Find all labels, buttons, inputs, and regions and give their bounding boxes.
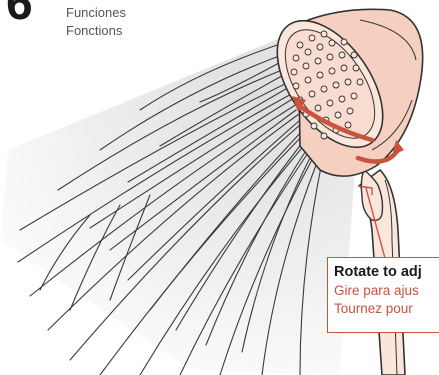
step-label-fr: Fonctions: [66, 22, 126, 40]
step-heading: Funciones Fonctions: [66, 4, 126, 40]
rotate-callout: Rotate to adj Gire para ajus Tournez pou…: [327, 257, 439, 333]
step-number: 6: [6, 0, 33, 28]
callout-text-es: Gire para ajus: [334, 282, 439, 300]
step-label-es: Funciones: [66, 4, 126, 22]
callout-text-fr: Tournez pour: [334, 300, 439, 318]
callout-title: Rotate to adj: [334, 262, 439, 282]
